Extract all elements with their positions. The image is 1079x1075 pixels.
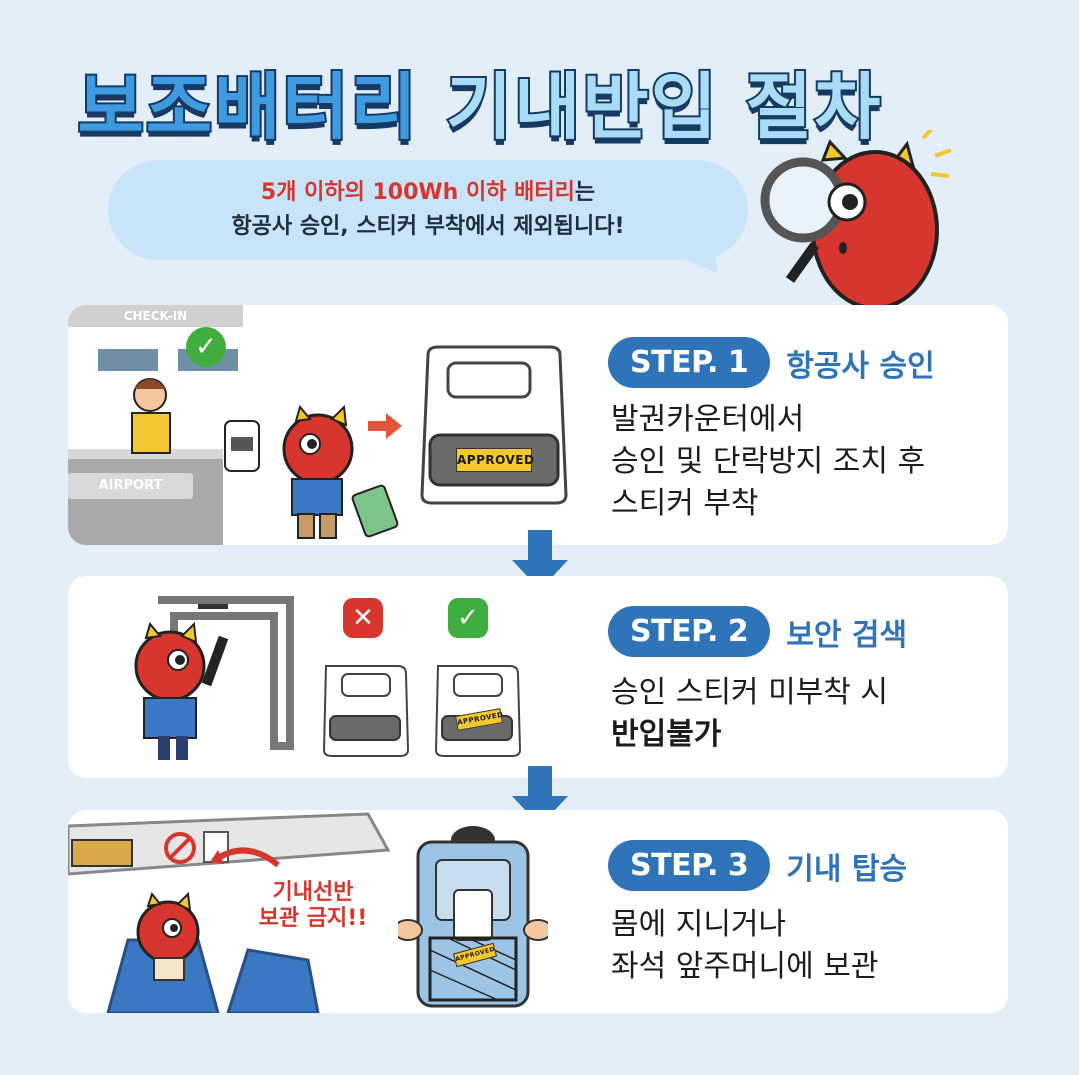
security-scene-illustration [134,596,522,760]
step1-line3: 스티커 부착 [611,486,759,521]
step2-card: ✕ ✓ APPROVED STEP. 2 보안 검색 승인 스티커 미부착 시 … [68,576,1008,778]
approved-check-icon: ✓ [186,327,226,367]
cross-icon: ✕ [343,598,383,638]
info-bubble: 5개 이하의 100Wh 이하 배터리는 항공사 승인, 스티커 부착에서 제외… [108,160,748,260]
step3-line2: 좌석 앞주머니에 보관 [611,949,879,984]
check-icon: ✓ [448,598,488,638]
battery-bag-illustration [420,345,568,505]
step2-line2: 반입불가 [611,717,722,752]
step1-header: STEP. 1 항공사 승인 [608,337,935,388]
step3-header: STEP. 3 기내 탑승 [608,840,907,891]
step2-title: 보안 검색 [786,617,908,653]
step3-description: 몸에 지니거나 좌석 앞주머니에 보관 [611,904,878,988]
approved-sticker: APPROVED [456,448,534,472]
warning-line1: 기내선반 [271,879,355,907]
step1-line2: 승인 및 단락방지 조치 후 [611,444,926,479]
cabin-scene-illustration [68,812,391,1013]
step3-line1: 몸에 지니거나 [611,907,787,942]
checkin-sign: CHECK-IN [68,305,243,327]
step1-description: 발권카운터에서 승인 및 단락방지 조치 후 스티커 부착 [611,399,925,525]
step3-badge: STEP. 3 [608,840,771,891]
warning-line2: 보관 금지!! [257,905,369,933]
bubble-highlight: 5개 이하의 100Wh 이하 배터리 [260,180,575,205]
step2-badge: STEP. 2 [608,606,771,657]
step3-card: 기내선반 보관 금지!! APPROVED STEP. 3 기내 탑승 몸에 지… [68,810,1008,1013]
step2-description: 승인 스티커 미부착 시 반입불가 [611,672,888,756]
bubble-line2: 항공사 승인, 스티커 부착에서 제외됩니다! [231,214,625,239]
mascot-magnifier-illustration [760,130,952,305]
title-part2: 기내반입 절차 [444,63,883,151]
right-arrow-icon [368,413,402,439]
step2-header: STEP. 2 보안 검색 [608,606,907,657]
bubble-line1-rest: 는 [574,180,596,205]
step1-line1: 발권카운터에서 [611,402,805,437]
step2-line1: 승인 스티커 미부착 시 [611,675,889,710]
step3-title: 기내 탑승 [786,851,908,887]
title-part1: 보조배터리 [76,63,419,151]
checkin-counter [68,455,223,545]
airport-sign: AIRPORT [68,473,193,499]
page-title: 보조배터리 기내반입 절차 [0,48,960,153]
step1-title: 항공사 승인 [786,348,935,384]
overhead-bin-warning: 기내선반 보관 금지!! [238,879,388,933]
step1-card: CHECK-IN AIRPORT ✓ APPROVED STEP. 1 항공사 … [68,305,1008,545]
step1-badge: STEP. 1 [608,337,771,388]
seatback-pocket-illustration [398,826,548,1008]
